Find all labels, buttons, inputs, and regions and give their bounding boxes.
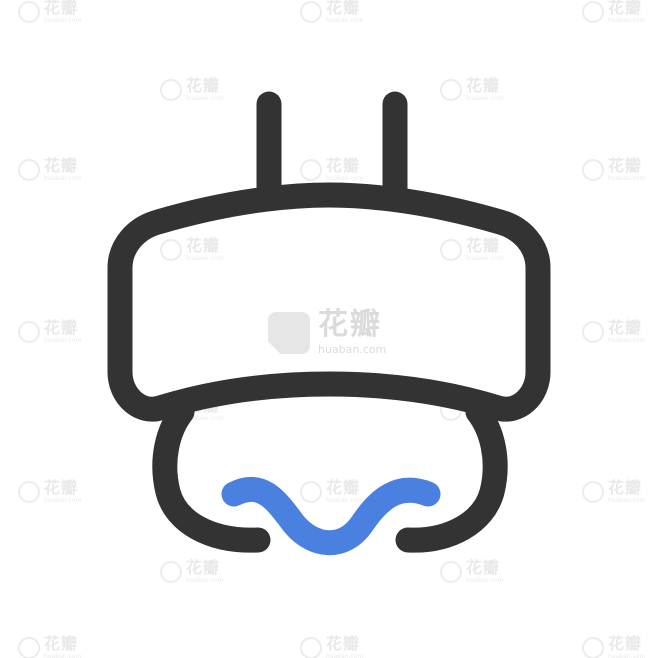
device-body [107,182,551,422]
nose-left-curve [152,399,271,553]
airflow-wave [221,476,441,556]
nose-right-curve [395,399,508,553]
